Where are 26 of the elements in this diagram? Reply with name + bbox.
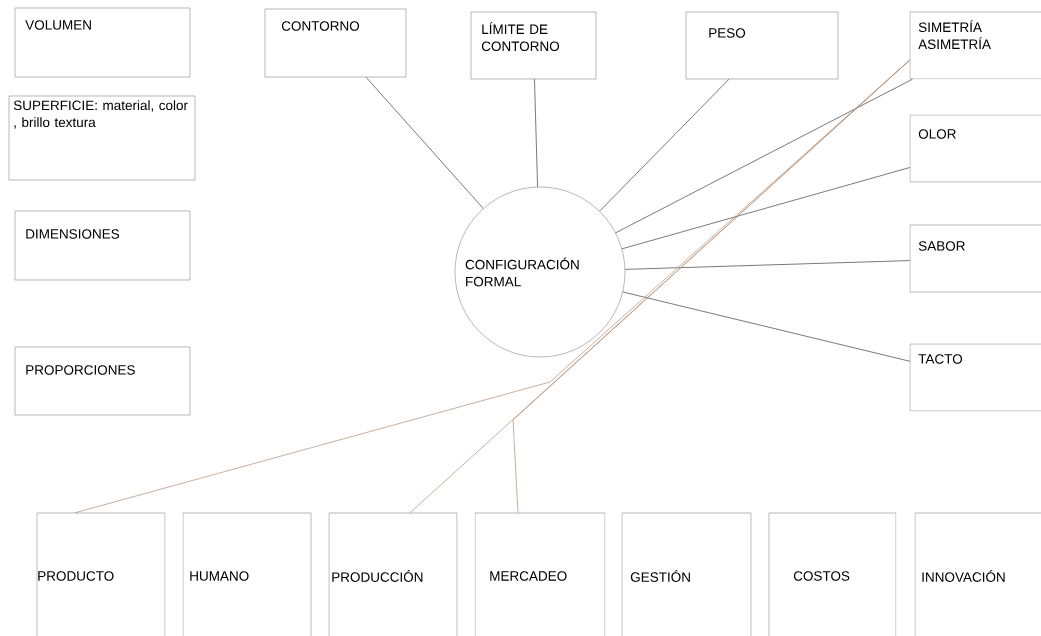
concept-box: PRODUCTO (36, 512, 166, 636)
connector-line (624, 260, 911, 270)
concept-box: SIMETRÍA ASIMETRÍA (909, 11, 1041, 80)
concept-box: COSTOS (768, 512, 897, 636)
concept-box: PRODUCCIÓN (328, 512, 458, 636)
connector-line (512, 59, 911, 514)
concept-box: DIMENSIONES (14, 210, 191, 281)
concept-box: TACTO (909, 343, 1041, 412)
concept-box: PROPORCIONES (14, 346, 191, 416)
connector-line (615, 78, 913, 234)
concept-box: HUMANO (182, 512, 312, 636)
concept-box: OLOR (909, 114, 1041, 183)
concept-box: CONTORNO (264, 8, 407, 78)
concept-box: PESO (685, 11, 839, 80)
connector-line (621, 167, 911, 250)
concept-box: LÍMITE DE CONTORNO (470, 11, 597, 80)
connector-line (534, 78, 538, 188)
concept-box: INNOVACIÓN (914, 512, 1041, 636)
connector-line (365, 76, 484, 209)
concept-box: VOLUMEN (14, 7, 191, 78)
connector-line (599, 78, 730, 212)
concept-box: SUPERFICIE: material, color , brillo textura (8, 95, 196, 181)
concept-box: GESTIÓN (621, 512, 752, 636)
connector-line (622, 291, 911, 362)
concept-box: MERCADEO (474, 512, 606, 636)
concept-box: SABOR (909, 224, 1041, 293)
